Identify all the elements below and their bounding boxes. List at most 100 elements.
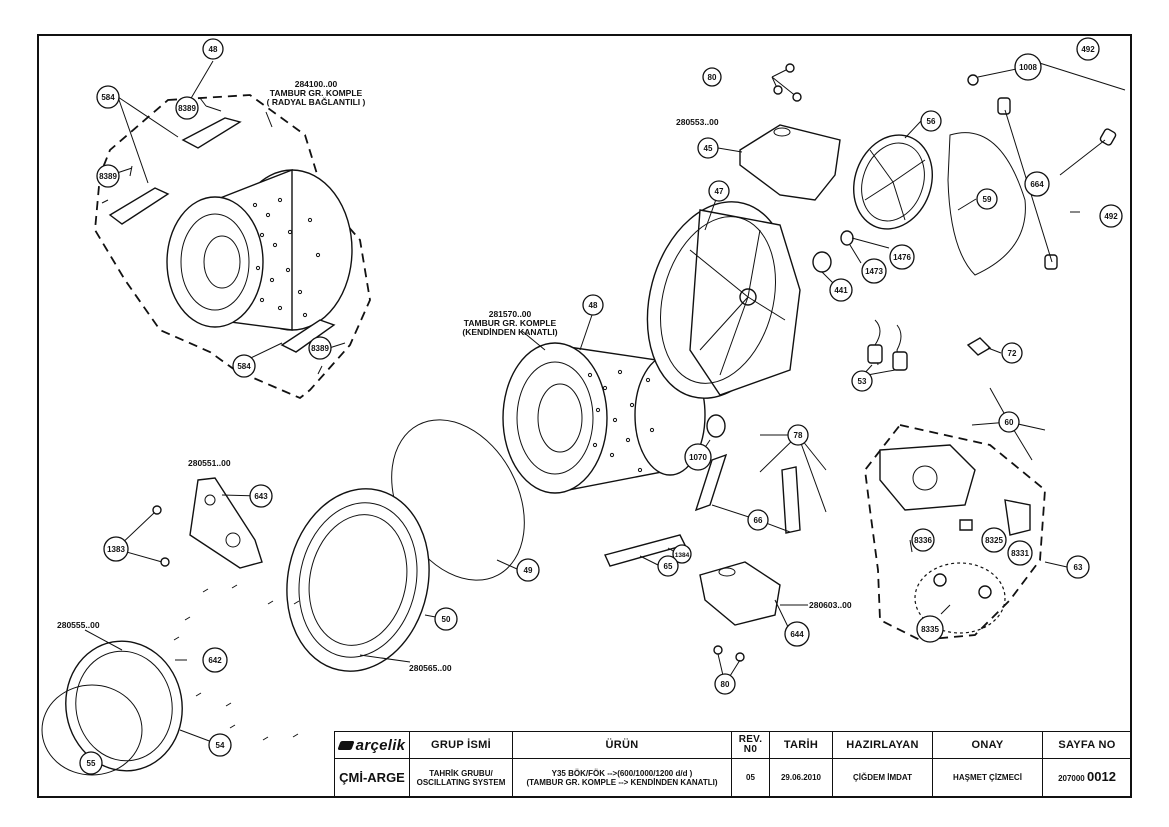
callout-80b	[714, 673, 736, 695]
callout-1476	[889, 244, 915, 270]
door-ring-code: 280555..00	[57, 620, 100, 630]
callout-label: 50	[442, 615, 451, 624]
callout-label: 60	[1005, 418, 1014, 427]
page-number: 207000 0012	[1042, 758, 1132, 797]
callout-55	[79, 751, 103, 775]
callout-8389c	[308, 336, 332, 360]
callout-492a	[1076, 37, 1100, 61]
callout-441	[829, 278, 853, 302]
callout-label: 55	[87, 759, 96, 768]
callout-643	[249, 484, 273, 508]
callout-label: 1070	[689, 453, 707, 462]
callout-label: 80	[721, 680, 730, 689]
callout-65	[657, 555, 679, 577]
callout-45	[697, 137, 719, 159]
callout-54	[208, 733, 232, 757]
callout-label: 8389	[311, 344, 329, 353]
callout-60	[998, 411, 1020, 433]
callout-8336	[911, 528, 935, 552]
callout-label: 48	[209, 45, 218, 54]
callout-label: 8331	[1011, 549, 1029, 558]
counterweight-code: 280603..00	[809, 600, 852, 610]
approved-value: HAŞMET ÇİZMECİ	[932, 758, 1043, 797]
callout-48b	[582, 294, 604, 316]
group-line-2: OSCILLATING SYSTEM	[416, 777, 506, 787]
radial-drum-subtitle: ( RADYAL BAĞLANTILI )	[267, 96, 366, 107]
callout-644	[784, 621, 810, 647]
brand-logo: arçelik	[334, 731, 410, 759]
callout-label: 63	[1074, 563, 1083, 572]
callout-1383	[103, 536, 129, 562]
callout-48a	[202, 38, 224, 60]
self-drum-subtitle: (KENDİNDEN KANATLI)	[462, 327, 557, 337]
callout-584a	[96, 85, 120, 109]
header-page: SAYFA NO	[1042, 731, 1132, 759]
callout-label: 45	[704, 144, 713, 153]
callout-8389b	[96, 164, 120, 188]
department: ÇMİ-ARGE	[334, 758, 410, 797]
callout-label: 584	[101, 93, 115, 102]
callout-label: 8389	[99, 172, 117, 181]
radial-drum-code: 284100..00	[295, 79, 338, 89]
bearing-housing	[717, 124, 841, 201]
callout-label: 492	[1081, 45, 1095, 54]
front-tub	[286, 488, 447, 672]
brand-name: arçelik	[355, 736, 406, 754]
callout-label: 8325	[985, 536, 1003, 545]
callout-642	[202, 647, 228, 673]
self-drum-code: 281570..00	[489, 309, 532, 319]
front-panel-code: 280551..00	[188, 458, 231, 468]
callout-8389a	[175, 96, 199, 120]
product-line-2: (TAMBUR GR. KOMPLE --> KENDİNDEN KANATLI…	[526, 777, 718, 787]
callout-label: 53	[858, 377, 867, 386]
callout-63	[1066, 555, 1090, 579]
pulley-and-belt	[852, 120, 1026, 276]
callout-label: 1384	[675, 552, 690, 559]
door-ring	[41, 629, 221, 776]
callout-label: 1476	[893, 253, 911, 262]
header-prepared: HAZIRLAYAN	[832, 731, 933, 759]
counterweight	[699, 561, 808, 685]
front-panel-bracket	[115, 477, 263, 569]
header-group: GRUP İSMİ	[409, 731, 513, 759]
callout-492b	[1099, 204, 1123, 228]
callout-label: 59	[983, 195, 992, 204]
callout-53	[851, 370, 873, 392]
product-line-1: Y35 BÖK/FÖK -->(600/1000/1200 d/d )	[551, 768, 693, 778]
callout-label: 8335	[921, 625, 939, 634]
callout-label: 56	[927, 117, 936, 126]
callout-8331	[1007, 540, 1033, 566]
header-rev: REV. N0	[731, 731, 770, 759]
header-product: ÜRÜN	[512, 731, 732, 759]
callout-label: 584	[237, 362, 251, 371]
page-prefix: 207000	[1058, 774, 1085, 783]
callout-label: 49	[524, 566, 533, 575]
callout-label: 1383	[107, 545, 125, 554]
tub-rear-code: 280553..00	[676, 117, 719, 127]
callout-1384	[672, 544, 692, 564]
springs-and-screws	[861, 319, 1046, 461]
callout-label: 492	[1104, 212, 1118, 221]
callout-47	[708, 180, 730, 202]
motor-assembly	[864, 423, 1068, 641]
rev-value: 05	[731, 758, 770, 797]
callout-label: 8389	[178, 104, 196, 113]
callout-1473	[861, 258, 887, 284]
radial-drum-assembly	[94, 60, 371, 400]
callout-66	[747, 509, 769, 531]
assembly-captions: 284100..00 TAMBUR GR. KOMPLE ( RADYAL BA…	[57, 79, 852, 673]
radial-drum-title: TAMBUR GR. KOMPLE	[270, 88, 363, 98]
callout-label: 78	[794, 431, 803, 440]
callout-label: 54	[216, 741, 225, 750]
header-approved: ONAY	[932, 731, 1043, 759]
callout-label: 80	[708, 73, 717, 82]
callout-label: 441	[834, 286, 848, 295]
prepared-value: ÇİĞDEM İMDAT	[832, 758, 933, 797]
callout-49	[516, 558, 540, 582]
drawing-frame	[37, 34, 1132, 798]
callout-label: 644	[790, 630, 804, 639]
callout-label: 48	[589, 301, 598, 310]
title-block: arçelik GRUP İSMİ ÜRÜN REV. N0 TARİH HAZ…	[334, 731, 1132, 797]
self-drum-title: TAMBUR GR. KOMPLE	[464, 318, 557, 328]
